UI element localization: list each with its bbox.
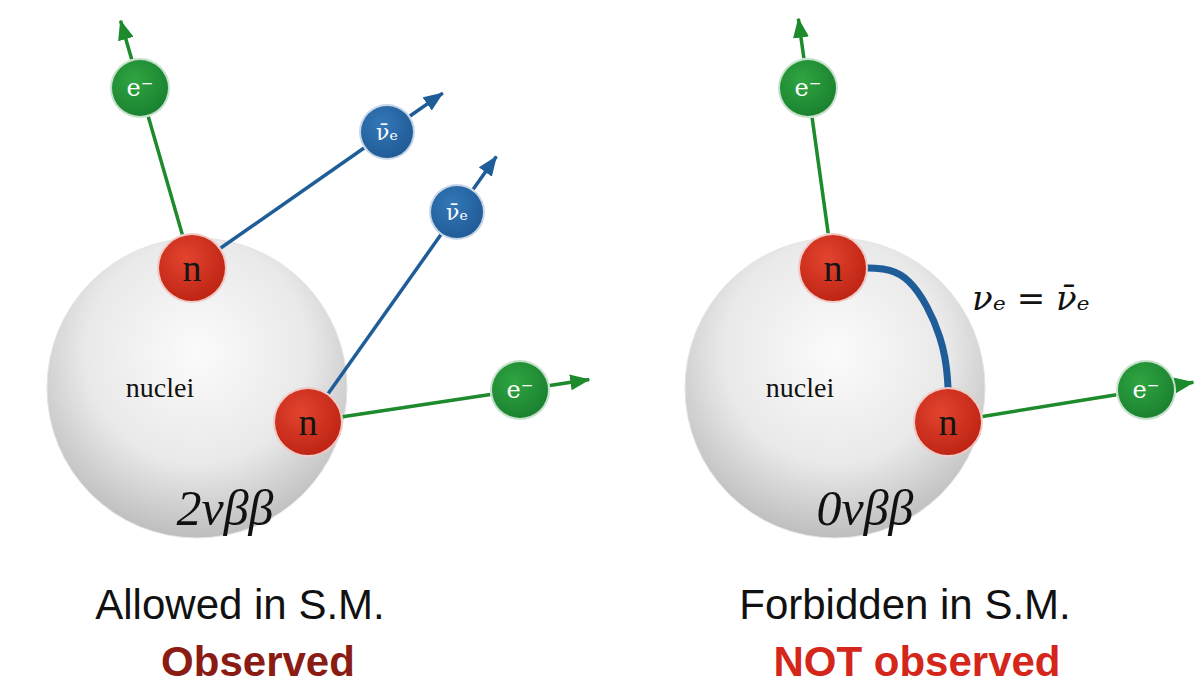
decay-mode-label: 2νββ [177,480,274,536]
arrowhead [550,380,590,386]
track-line [343,394,491,416]
neutron-symbol: n [183,246,202,290]
neutron: n [913,387,983,457]
track-line [983,395,1117,417]
neutron-symbol: n [939,400,958,444]
particle-path [121,21,183,235]
identity-label: νₑ = ν̄ₑ [972,278,1090,318]
antineutrino: ν̄ₑ [429,184,485,240]
neutron-symbol: n [299,400,318,444]
status-text: Observed [161,638,355,686]
neutron: n [157,233,227,303]
arrowhead [1176,382,1194,385]
caption-text: Allowed in S.M. [95,581,384,629]
antineutrino: ν̄ₑ [359,104,415,160]
decay-mode-label: 0νββ [817,480,914,536]
particle-path [798,19,828,234]
caption-text: Forbidden in S.M. [739,581,1071,629]
nucleus-sphere [47,238,347,538]
propagator-line [868,268,948,387]
arrowhead [121,21,132,59]
arrowhead [473,157,496,190]
electron: e⁻ [1116,360,1176,420]
neutron-symbol: n [824,246,843,290]
track-line [221,148,364,248]
particle-path [328,157,496,394]
electron: e⁻ [778,58,838,118]
status-text: NOT observed [773,638,1060,686]
electron-symbol: e⁻ [507,376,534,404]
arrowhead [798,19,804,59]
antineutrino-symbol: ν̄ₑ [446,200,468,225]
neutron: n [798,233,868,303]
track-line [812,118,828,234]
particle-path [221,93,443,248]
track-line [148,117,182,235]
nucleus-label: nuclei [126,372,194,403]
nucleus: nuclei 2νββ n n [47,238,347,538]
particle-path [343,380,590,417]
track-line [328,235,441,394]
electron-symbol: e⁻ [1133,376,1160,404]
electron-symbol: e⁻ [795,74,822,102]
electron: e⁻ [490,360,550,420]
nucleus-label: nuclei [766,372,834,403]
arrowhead [410,93,443,116]
neutron: n [273,387,343,457]
electron: e⁻ [110,58,170,118]
nucleus: nuclei 0νββ n n [685,238,985,538]
electron-symbol: e⁻ [127,74,154,102]
particle-path [868,268,948,387]
antineutrino-symbol: ν̄ₑ [376,120,398,145]
nucleus-sphere [685,238,985,538]
